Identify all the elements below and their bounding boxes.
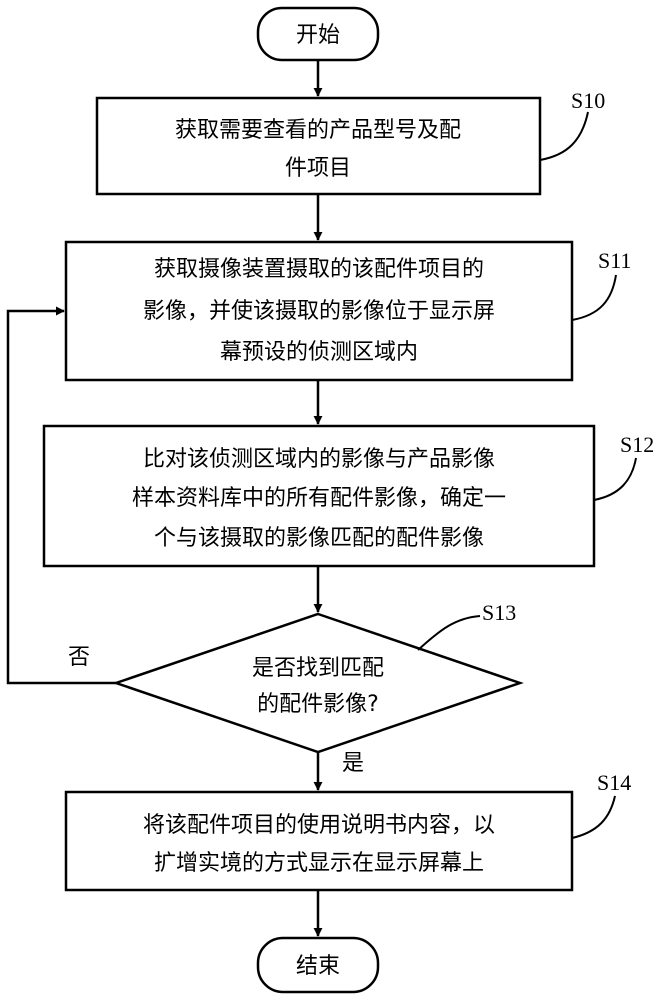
step-s10-line-2: 件项目 (285, 156, 351, 181)
branch-no-label: 否 (68, 645, 90, 670)
decision-s13-id: S13 (482, 600, 516, 625)
step-s11-callout (572, 275, 616, 320)
decision-s13-line-2: 的配件影像? (257, 692, 379, 717)
decision-s13-callout (418, 616, 480, 650)
step-s14-line-1: 将该配件项目的使用说明书内容，以 (143, 813, 495, 838)
step-s14-callout (572, 796, 615, 838)
step-s10-id: S10 (571, 88, 605, 113)
step-s12-line-3: 个与该摄取的影像匹配的配件影像 (154, 526, 484, 551)
step-s12-id: S12 (620, 432, 654, 457)
end-label: 结束 (296, 954, 340, 979)
step-s12-line-1: 比对该侦测区域内的影像与产品影像 (143, 447, 495, 472)
step-s12-callout (594, 458, 636, 500)
step-s10-line-1: 获取需要查看的产品型号及配 (175, 118, 461, 143)
step-s11-line-2: 影像，并使该摄取的影像位于显示屏 (143, 299, 495, 324)
step-s14-line-2: 扩增实境的方式显示在显示屏幕上 (154, 851, 484, 876)
start-label: 开始 (296, 23, 340, 48)
decision-s13-line-1: 是否找到匹配 (252, 656, 384, 681)
step-s11-id: S11 (598, 248, 631, 273)
step-s10-callout (540, 112, 588, 160)
step-s11-line-1: 获取摄像装置摄取的该配件项目的 (154, 257, 484, 282)
step-s11-line-3: 幕预设的侦测区域内 (220, 340, 418, 365)
branch-yes-label: 是 (342, 751, 364, 776)
decision-s13-diamond (116, 614, 520, 752)
step-s12-line-2: 样本资料库中的所有配件影像，确定一 (132, 486, 506, 511)
step-s14-id: S14 (597, 770, 631, 795)
